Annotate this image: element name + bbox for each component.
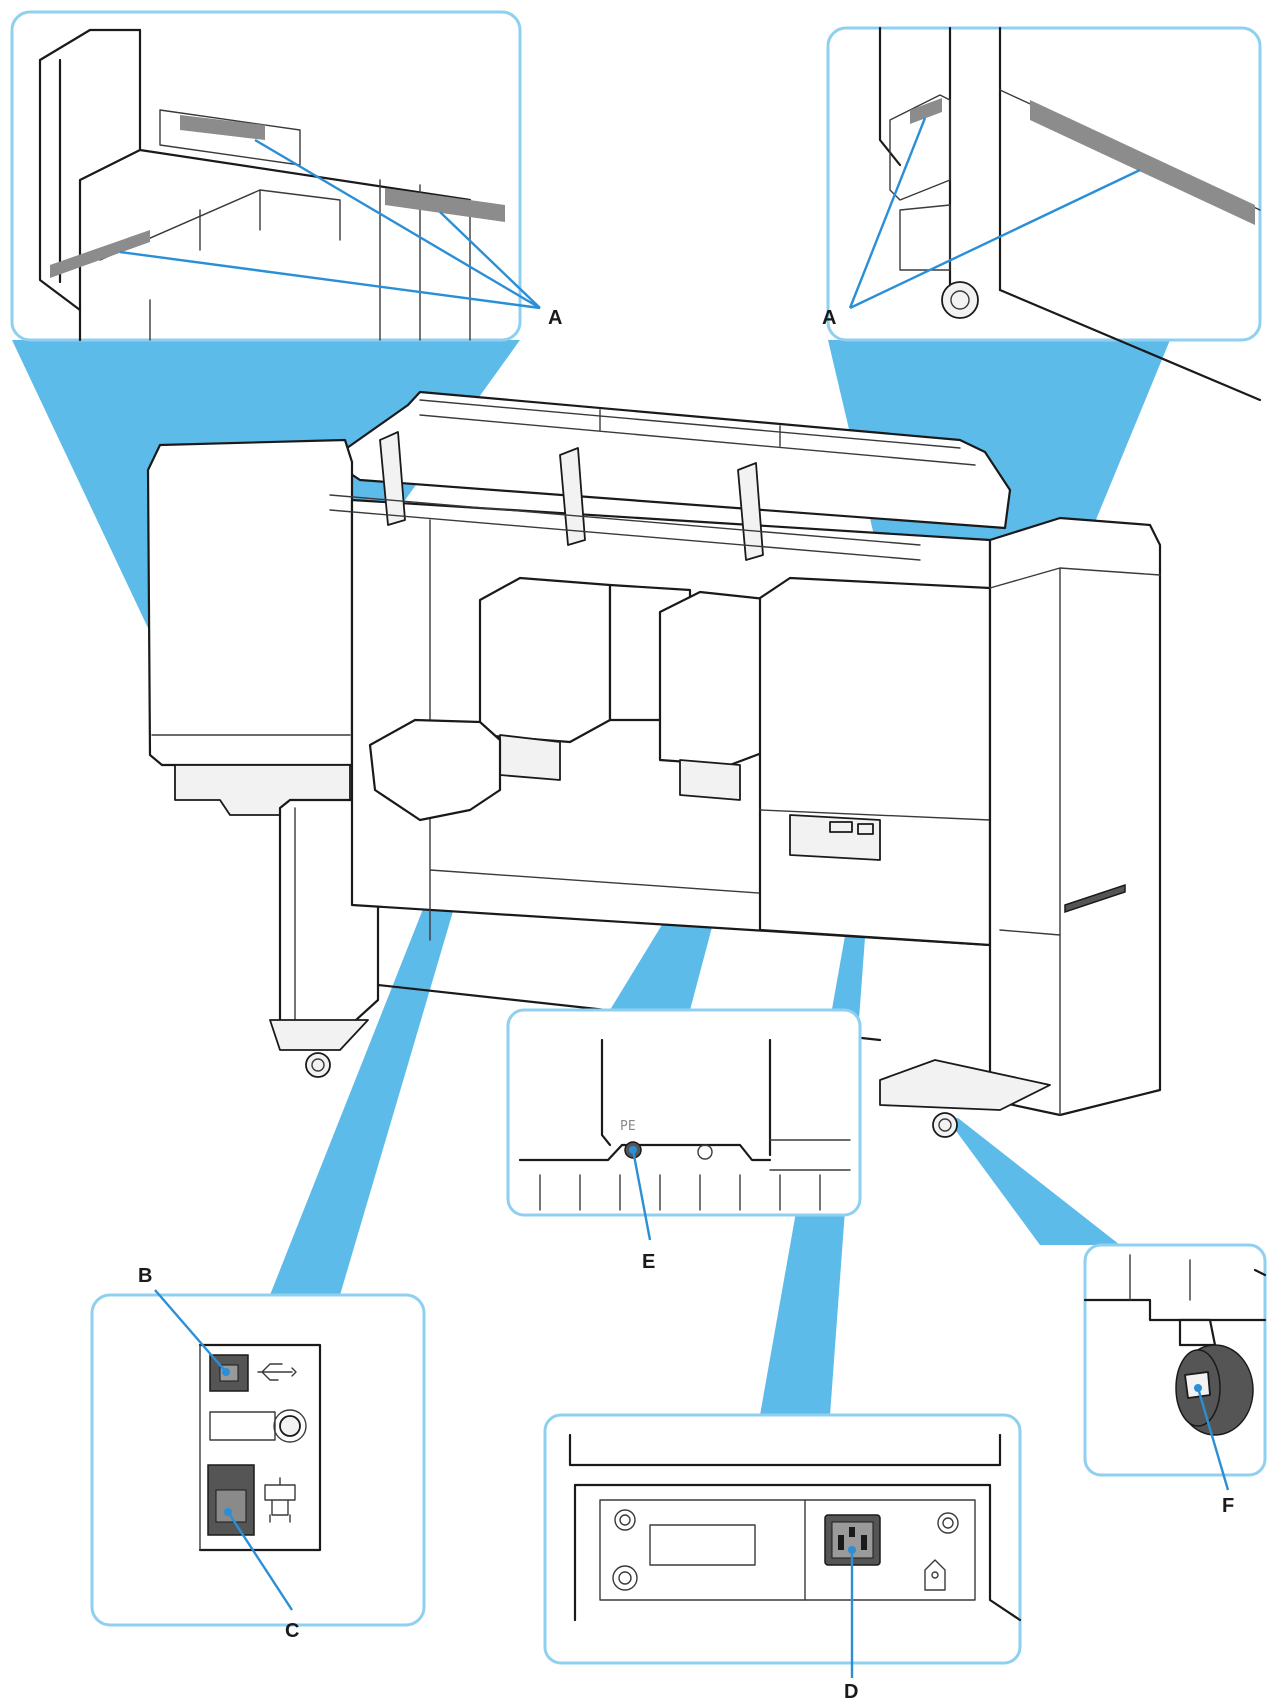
label-a-right: A	[822, 307, 836, 329]
side-handle-slot	[1064, 883, 1126, 914]
caster-top-right	[941, 281, 979, 319]
callout-power: D	[543, 1413, 1022, 1703]
round-port	[273, 1409, 307, 1443]
network-symbol-icon	[264, 1477, 296, 1523]
label-f: F	[1222, 1495, 1234, 1517]
vent-1	[180, 115, 265, 140]
screw-1	[614, 1509, 636, 1531]
left-side-panel	[146, 438, 354, 767]
label-d: D	[844, 1681, 858, 1703]
label-b: B	[138, 1265, 152, 1287]
screw-2	[612, 1565, 638, 1591]
right-side-panel	[988, 516, 1162, 1117]
callout-caster: F	[1083, 1243, 1267, 1517]
right-main-panel	[758, 576, 992, 947]
screw-3	[937, 1512, 959, 1534]
ink-unit-3	[658, 590, 777, 767]
label-a-left: A	[548, 307, 562, 329]
paper-clip-1	[379, 431, 406, 526]
vent-2	[385, 188, 505, 222]
label-e: E	[642, 1251, 655, 1273]
right-caster	[932, 1112, 958, 1138]
callout-box-ports	[90, 1293, 426, 1627]
usb-symbol-icon	[257, 1363, 297, 1381]
callout-pe: PE E	[506, 1008, 862, 1273]
right-foot	[879, 1059, 1051, 1111]
pe-mark: PE	[620, 1119, 636, 1134]
rating-plate	[649, 1524, 756, 1566]
label-c: C	[285, 1620, 299, 1642]
ink-unit-1	[478, 576, 612, 744]
left-foot	[269, 1019, 369, 1051]
caster-body	[1178, 1318, 1217, 1347]
vent-5	[1030, 100, 1255, 225]
vent-3	[50, 230, 150, 278]
callout-top-right: A	[822, 26, 1262, 402]
callout-ports: B C	[90, 1265, 426, 1642]
vent-4	[910, 98, 942, 124]
printer-body	[146, 390, 1162, 1138]
lock-slot	[924, 1559, 946, 1591]
callout-box-pe	[506, 1008, 862, 1217]
callout-top-left: A	[10, 10, 562, 342]
left-caster	[305, 1052, 331, 1078]
callout-box-power	[543, 1413, 1022, 1665]
left-module	[368, 718, 502, 822]
beam-f	[948, 1118, 1120, 1245]
